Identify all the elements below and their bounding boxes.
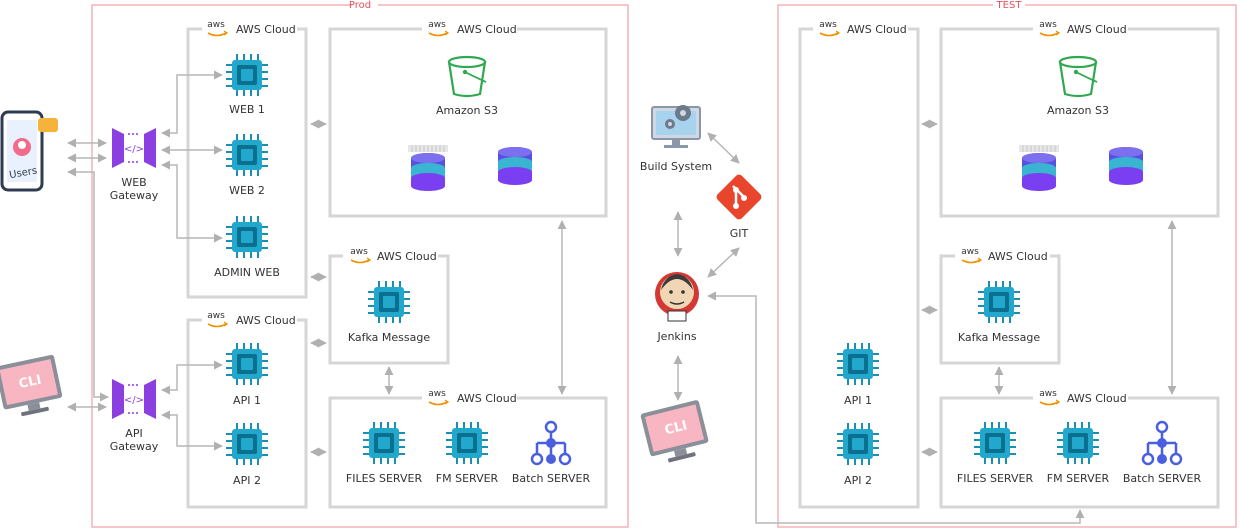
prod-kafka: Kafka Message bbox=[348, 280, 430, 344]
node-label: WEB 2 bbox=[229, 184, 265, 197]
prod-rack-database-icon bbox=[408, 145, 448, 191]
node-label: FILES SERVER bbox=[346, 472, 423, 485]
node-label: FM SERVER bbox=[1047, 472, 1110, 485]
cloud-label: AWS Cloud bbox=[1067, 23, 1127, 36]
build-system: Build System bbox=[640, 105, 712, 173]
cli-label: CLI bbox=[663, 418, 689, 438]
test-api2: API 2 bbox=[836, 422, 880, 487]
prod-label: Prod bbox=[349, 0, 371, 11]
cloud-label: AWS Cloud bbox=[236, 314, 296, 327]
kafka-label: Kafka Message bbox=[348, 331, 430, 344]
aws-logo-icon: aws bbox=[819, 20, 837, 30]
node-label: API 2 bbox=[233, 474, 261, 487]
code-icon: </> bbox=[124, 395, 144, 406]
cli-label: CLI bbox=[18, 373, 43, 392]
jenkins: Jenkins bbox=[655, 272, 699, 343]
node-label: WEB 1 bbox=[229, 103, 265, 116]
test-rack-database-icon bbox=[1019, 145, 1059, 191]
prod-batch-server: Batch SERVER bbox=[512, 420, 591, 485]
node-label: API 1 bbox=[233, 394, 261, 407]
git: GIT bbox=[716, 174, 762, 240]
node-label: API 1 bbox=[844, 394, 872, 407]
prod-files-server: FILES SERVER bbox=[346, 421, 423, 485]
ci-cli-terminal: CLI bbox=[640, 399, 712, 467]
cloud-label: AWS Cloud bbox=[988, 250, 1048, 263]
prod-storage-cloud: aws AWS Cloud bbox=[328, 20, 608, 218]
test-s3: Amazon S3 bbox=[1047, 55, 1109, 117]
prod-fm-server: FM SERVER bbox=[436, 421, 499, 485]
node-label: FILES SERVER bbox=[957, 472, 1034, 485]
s3-label: Amazon S3 bbox=[1047, 104, 1109, 117]
web-gateway: </> WEB Gateway bbox=[110, 127, 159, 202]
web-gateway-label-1: WEB bbox=[121, 176, 146, 189]
test-kafka: Kafka Message bbox=[958, 280, 1040, 344]
build-system-label: Build System bbox=[640, 160, 712, 173]
prod-web2: WEB 2 bbox=[225, 133, 269, 197]
git-label: GIT bbox=[730, 227, 749, 240]
aws-logo-icon: aws bbox=[207, 311, 225, 321]
node-label: FM SERVER bbox=[436, 472, 499, 485]
cloud-label: AWS Cloud bbox=[457, 392, 517, 405]
prod-api2: API 2 bbox=[225, 422, 269, 487]
aws-logo-icon: aws bbox=[1039, 389, 1057, 399]
test-batch-server: Batch SERVER bbox=[1123, 420, 1202, 485]
prod-admin-web: ADMIN WEB bbox=[214, 215, 280, 279]
jenkins-label: Jenkins bbox=[656, 330, 696, 343]
test-files-server: FILES SERVER bbox=[957, 421, 1034, 485]
aws-logo-icon: aws bbox=[961, 247, 979, 257]
s3-label: Amazon S3 bbox=[436, 104, 498, 117]
api-gateway-label-1: API bbox=[125, 427, 142, 440]
users-label: Users bbox=[9, 165, 39, 181]
cli-terminal: CLI bbox=[0, 354, 65, 420]
prod-database-icon bbox=[498, 147, 532, 185]
test-fm-server: FM SERVER bbox=[1047, 421, 1110, 485]
cloud-label: AWS Cloud bbox=[1067, 392, 1127, 405]
test-storage-cloud: aws AWS Cloud bbox=[939, 20, 1220, 218]
api-gateway-label-2: Gateway bbox=[110, 440, 159, 453]
test-database-icon bbox=[1109, 147, 1143, 185]
cloud-label: AWS Cloud bbox=[236, 23, 296, 36]
users-phone: Users bbox=[0, 110, 58, 192]
aws-logo-icon: aws bbox=[350, 247, 368, 257]
code-icon: </> bbox=[124, 144, 144, 155]
kafka-label: Kafka Message bbox=[958, 331, 1040, 344]
node-label: Batch SERVER bbox=[1123, 472, 1202, 485]
web-gateway-label-2: Gateway bbox=[110, 189, 159, 202]
prod-s3: Amazon S3 bbox=[436, 55, 498, 117]
prod-kafka-cloud: aws AWS Cloud bbox=[328, 247, 450, 365]
cloud-label: AWS Cloud bbox=[847, 23, 907, 36]
cloud-label: AWS Cloud bbox=[457, 23, 517, 36]
aws-logo-icon: aws bbox=[428, 20, 446, 30]
prod-web1: WEB 1 bbox=[225, 53, 269, 116]
node-label: ADMIN WEB bbox=[214, 266, 280, 279]
aws-logo-icon: aws bbox=[1039, 20, 1057, 30]
cloud-label: AWS Cloud bbox=[377, 250, 437, 263]
test-api1: API 1 bbox=[836, 342, 880, 407]
prod-api-cloud: aws AWS Cloud bbox=[186, 311, 308, 509]
prod-servers-cloud: aws AWS Cloud bbox=[328, 389, 608, 509]
api-gateway: </> API Gateway bbox=[110, 378, 159, 453]
prod-environment-frame bbox=[91, 4, 629, 528]
prod-api1: API 1 bbox=[225, 342, 269, 407]
aws-logo-icon: aws bbox=[207, 20, 225, 30]
node-label: Batch SERVER bbox=[512, 472, 591, 485]
connectors bbox=[67, 70, 1177, 524]
aws-logo-icon: aws bbox=[428, 389, 446, 399]
node-label: API 2 bbox=[844, 474, 872, 487]
test-label: TEST bbox=[996, 0, 1023, 11]
